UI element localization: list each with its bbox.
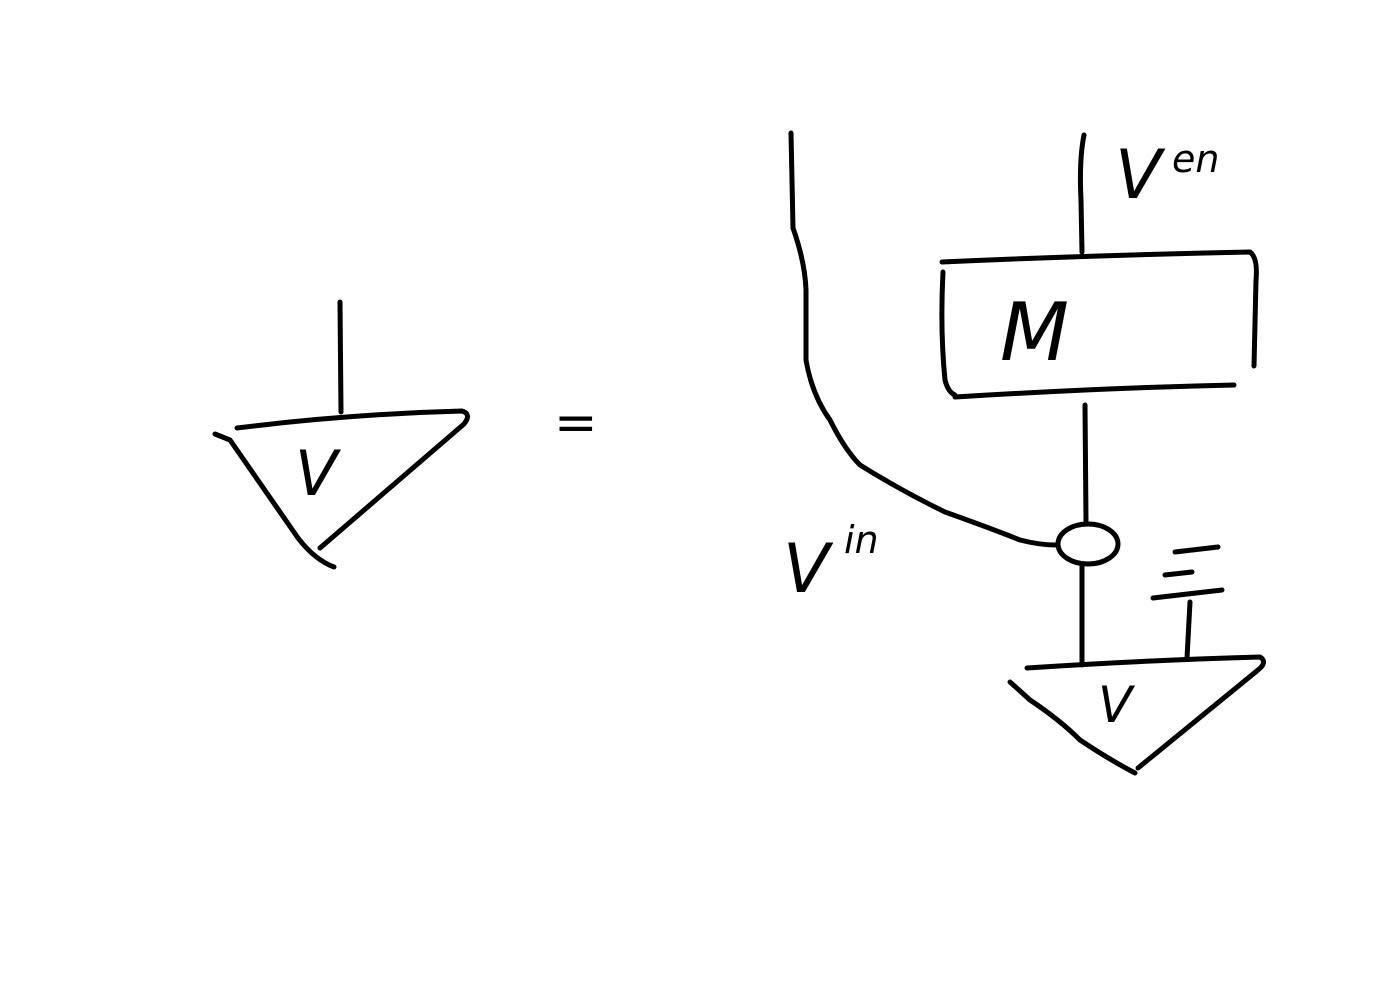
middle-wire — [1082, 402, 1089, 525]
output-label: V en — [1115, 136, 1219, 215]
output-wire — [1077, 132, 1087, 255]
input-wire — [788, 130, 1058, 548]
box-label: M — [1000, 286, 1069, 379]
input-label: V in — [783, 518, 879, 609]
left-wire — [337, 299, 344, 415]
left-triangle-label: V — [295, 437, 342, 510]
input-label-sup: in — [844, 518, 879, 562]
box-m — [939, 249, 1259, 400]
left-triangle — [212, 408, 470, 570]
left-diagram: V — [212, 299, 470, 570]
output-label-base: V — [1115, 136, 1166, 215]
discard-symbol — [1150, 544, 1225, 661]
equals-sign: = — [554, 393, 598, 453]
copy-node — [1055, 521, 1121, 567]
right-triangle — [1007, 654, 1266, 776]
right-triangle-label: V — [1098, 676, 1136, 734]
input-label-base: V — [783, 530, 834, 609]
output-label-sup: en — [1172, 137, 1219, 181]
right-diagram: M V — [788, 130, 1266, 776]
